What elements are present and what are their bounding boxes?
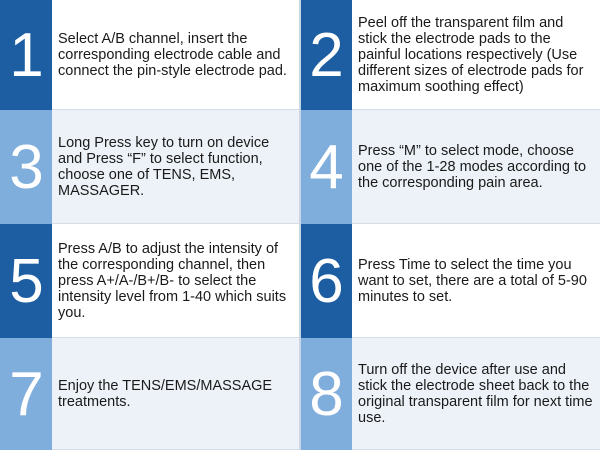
step-number: 7 bbox=[0, 338, 52, 450]
step-text-container: Long Press key to turn on device and Pre… bbox=[52, 110, 300, 224]
step-text: Peel off the transparent film and stick … bbox=[358, 14, 584, 95]
step-text: Press Time to select the time you want t… bbox=[358, 256, 587, 305]
step-number: 2 bbox=[300, 0, 352, 110]
step-number: 1 bbox=[0, 0, 52, 110]
step-text-container: Press “M” to select mode, choose one of … bbox=[352, 110, 600, 224]
step-number: 5 bbox=[0, 224, 52, 338]
step-number: 8 bbox=[300, 338, 352, 450]
step-8: 8 Turn off the device after use and stic… bbox=[300, 338, 600, 450]
step-7: 7 Enjoy the TENS/EMS/MASSAGE treatments. bbox=[0, 338, 300, 450]
step-text: Press “M” to select mode, choose one of … bbox=[358, 142, 587, 191]
step-text: Press A/B to adjust the intensity of the… bbox=[58, 240, 287, 321]
step-text: Select A/B channel, insert the correspon… bbox=[58, 30, 287, 79]
step-number: 4 bbox=[300, 110, 352, 224]
step-text: Turn off the device after use and stick … bbox=[358, 361, 593, 426]
step-text: Long Press key to turn on device and Pre… bbox=[58, 134, 270, 199]
step-number: 3 bbox=[0, 110, 52, 224]
step-3: 3 Long Press key to turn on device and P… bbox=[0, 110, 300, 224]
step-6: 6 Press Time to select the time you want… bbox=[300, 224, 600, 338]
step-text-container: Turn off the device after use and stick … bbox=[352, 338, 600, 450]
step-2: 2 Peel off the transparent film and stic… bbox=[300, 0, 600, 110]
step-1: 1 Select A/B channel, insert the corresp… bbox=[0, 0, 300, 110]
step-text-container: Peel off the transparent film and stick … bbox=[352, 0, 600, 110]
step-text-container: Select A/B channel, insert the correspon… bbox=[52, 0, 300, 110]
step-text-container: Press Time to select the time you want t… bbox=[352, 224, 600, 338]
step-text-container: Press A/B to adjust the intensity of the… bbox=[52, 224, 300, 338]
step-text-container: Enjoy the TENS/EMS/MASSAGE treatments. bbox=[52, 338, 300, 450]
step-number: 6 bbox=[300, 224, 352, 338]
step-text: Enjoy the TENS/EMS/MASSAGE treatments. bbox=[58, 377, 273, 410]
step-5: 5 Press A/B to adjust the intensity of t… bbox=[0, 224, 300, 338]
column-divider bbox=[299, 0, 301, 450]
step-4: 4 Press “M” to select mode, choose one o… bbox=[300, 110, 600, 224]
